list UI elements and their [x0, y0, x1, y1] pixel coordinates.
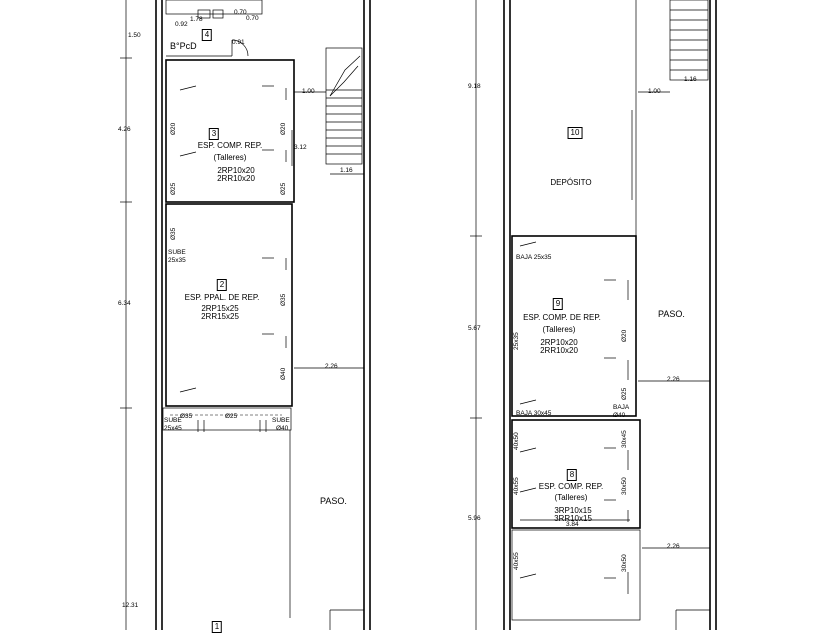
room9-title: ESP. COMP. DE REP. — [523, 313, 601, 322]
room9-duct-3: Ø25 — [621, 387, 628, 400]
room9-spec-1: 2RP10x20 — [540, 338, 578, 347]
dim-top-4: 0.70 — [246, 15, 259, 22]
bathroom-number: 4 — [201, 29, 213, 41]
dim-vertical-3: 6.34 — [118, 300, 131, 307]
room2-sube: SUBE — [168, 249, 186, 256]
lower-mark-3: SUBE — [164, 417, 182, 424]
left-paso-label: PASO. — [320, 496, 347, 506]
right-stair-dim-2: 1.16 — [684, 76, 697, 83]
room8-number: 8 — [566, 469, 578, 481]
room9-baja-top: BAJA 25x35 — [516, 254, 552, 261]
stair-dim-length: 3.12 — [294, 144, 307, 151]
bathroom-label: B°PcD — [170, 41, 197, 51]
room9-spec-2: 2RR10x20 — [540, 346, 578, 355]
right-corridor-dim-1: 2.26 — [667, 376, 680, 383]
dim-vertical-2: 4.26 — [118, 126, 131, 133]
dim-top-2: 1.78 — [190, 16, 203, 23]
room3-duct-2: Ø25 — [170, 182, 177, 195]
room8-duct-5: 40x55 — [513, 552, 520, 570]
room2-duct-1: Ø35 — [170, 227, 177, 240]
room2-spec-2: 2RR15x25 — [201, 312, 239, 321]
room3-duct-3: Ø20 — [280, 122, 287, 135]
room8-duct-3: 30x45 — [621, 430, 628, 448]
room9-baja-right: BAJA — [613, 404, 630, 411]
room9-baja-right-size: Ø40 — [613, 412, 626, 419]
lower-mark-6: 25x45 — [164, 425, 182, 432]
left-plan-walls — [120, 0, 371, 630]
room2-title: ESP. PPAL. DE REP. — [184, 293, 260, 302]
room9-number: 9 — [552, 298, 564, 310]
right-dim-vertical-1: 9.18 — [468, 83, 481, 90]
room8-duct-4: 30x50 — [621, 477, 628, 495]
dim-top-3: 0.70 — [234, 9, 247, 16]
room10-number: 10 — [567, 127, 583, 139]
room8-duct-2: 40x55 — [513, 477, 520, 495]
room3-spec-2: 2RR10x20 — [217, 174, 255, 183]
corridor-dim: 2.26 — [325, 363, 338, 370]
stair-dim-landing: 1.16 — [340, 167, 353, 174]
room9-baja-bottom: BAJA 30x45 — [516, 410, 552, 417]
right-corridor-dim-2: 2.26 — [667, 543, 680, 550]
room3-spec-1: 2RP10x20 — [217, 166, 255, 175]
right-stair-dim-1: 1.00 — [648, 88, 661, 95]
room3-number: 3 — [208, 128, 220, 140]
lower-mark-4: SUBE — [272, 417, 290, 424]
room8-spec-2: 3RR10x15 — [554, 514, 592, 523]
room3-subtitle: (Talleres) — [213, 153, 247, 162]
room3-duct-4: Ø25 — [280, 182, 287, 195]
room3-duct-1: Ø20 — [170, 122, 177, 135]
room8-width-dim: 3.84 — [566, 521, 579, 528]
room2-spec-1: 2RP15x25 — [201, 304, 239, 313]
room2-duct-2: Ø35 — [280, 293, 287, 306]
room9-subtitle: (Talleres) — [542, 325, 576, 334]
left-plan-vents — [179, 85, 287, 432]
dim-top-5: 0.91 — [232, 39, 245, 46]
right-plan-walls — [470, 0, 717, 630]
right-paso-label: PASO. — [658, 309, 685, 319]
right-dim-vertical-2: 5.67 — [468, 325, 481, 332]
bottom-room-number: 1 — [211, 621, 223, 633]
right-dim-vertical-3: 5.96 — [468, 515, 481, 522]
room8-title: ESP. COMP. REP. — [538, 482, 604, 491]
room8-duct-1: 40x50 — [513, 432, 520, 450]
lower-mark-5: Ø40 — [276, 425, 289, 432]
room2-sube-size: 25x35 — [168, 257, 186, 264]
dim-top-1: 0.92 — [175, 21, 188, 28]
dim-vertical-1: 1.50 — [128, 32, 141, 39]
lower-mark-2: Ø25 — [225, 413, 238, 420]
stair-dim-width: 1.00 — [302, 88, 315, 95]
room2-duct-3: Ø40 — [280, 367, 287, 380]
room8-duct-6: 30x50 — [621, 554, 628, 572]
room9-duct-1: 25x35 — [513, 332, 520, 350]
dim-vertical-4: 12.31 — [122, 602, 139, 609]
room8-spec-1: 3RP10x15 — [554, 506, 592, 515]
room10-title: DEPÓSITO — [550, 178, 592, 187]
room8-subtitle: (Talleres) — [554, 493, 588, 502]
right-plan-vents — [519, 241, 629, 594]
room3-title: ESP. COMP. REP. — [197, 141, 263, 150]
lower-mark-1: Ø35 — [180, 413, 193, 420]
room9-duct-2: Ø20 — [621, 329, 628, 342]
room2-number: 2 — [216, 279, 228, 291]
